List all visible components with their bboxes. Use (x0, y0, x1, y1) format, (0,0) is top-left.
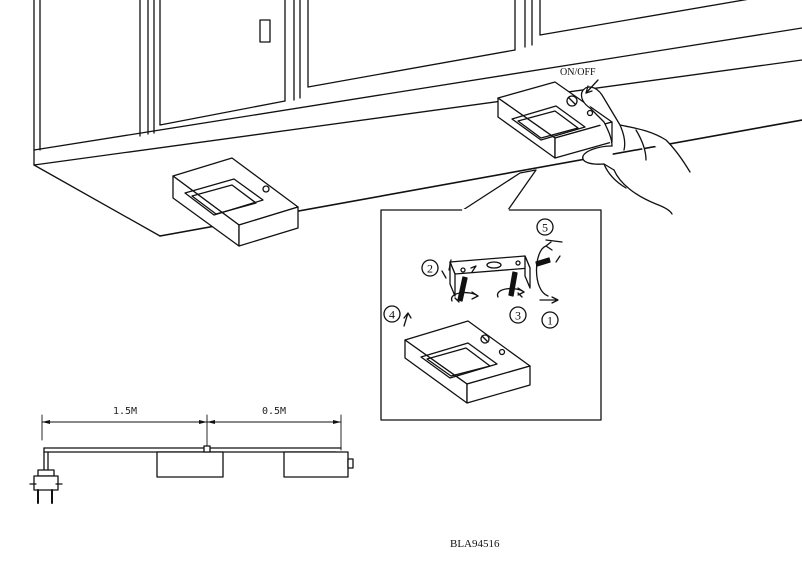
step-markers (383, 218, 559, 329)
step-4-marker (383, 305, 401, 323)
step-1-marker (541, 311, 559, 329)
mounting-bracket (449, 255, 531, 297)
light-unit-detail (404, 320, 531, 404)
step-5-marker (536, 218, 554, 236)
step-2-label: 2 (427, 262, 433, 276)
step-5-label: 5 (542, 221, 548, 235)
wall-cabinets (33, 0, 802, 237)
rotate-arrow-icon (403, 239, 563, 327)
length-label-main: 1.5M (113, 406, 137, 417)
light-unit-left (172, 157, 299, 247)
step-4-label: 4 (389, 308, 395, 322)
switch-pointer-arrow (585, 79, 599, 94)
switch-label: ON/OFF (560, 67, 596, 78)
light-unit-right (497, 81, 613, 159)
hand-icon (580, 86, 691, 215)
step-1-label: 1 (547, 314, 553, 328)
cable-unit-2 (283, 451, 349, 478)
cable-unit-1 (156, 451, 224, 478)
model-code: BLA94516 (450, 538, 500, 550)
step-3-marker (509, 306, 527, 324)
plug-icon (29, 469, 63, 504)
dimension-arrows (42, 420, 341, 424)
step-2-marker (421, 259, 439, 277)
step-3-label: 3 (515, 309, 521, 323)
cable-diagram (41, 414, 354, 478)
length-label-link: 0.5M (262, 406, 286, 417)
